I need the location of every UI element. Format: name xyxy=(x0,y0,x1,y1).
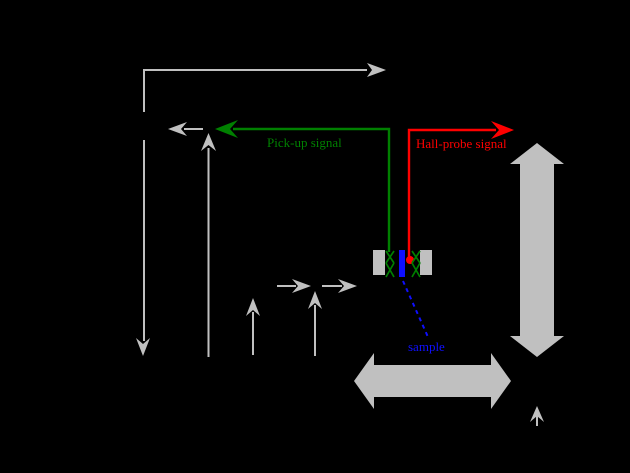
horizontal-block-arrow xyxy=(354,353,511,409)
arrowhead-right-icon xyxy=(367,63,386,77)
arrowhead-up-icon xyxy=(246,298,260,316)
pickup-coil-winding-right xyxy=(411,250,421,278)
sample-bar xyxy=(399,250,405,277)
up-arrow-right xyxy=(308,291,322,356)
pickup-signal-path xyxy=(215,120,391,252)
vertical-block-arrow xyxy=(510,143,564,357)
pickup-signal-label: Pick-up signal xyxy=(267,135,342,150)
coil-assembly xyxy=(373,250,432,338)
arrowhead-down-icon xyxy=(136,338,150,356)
arrowhead-right-icon xyxy=(338,279,357,293)
pickup-coil-winding-left xyxy=(385,250,395,278)
sample-label: sample xyxy=(408,339,445,354)
dimension-line xyxy=(143,69,367,112)
arrowhead-up-icon xyxy=(308,291,322,309)
arrowhead-right-icon xyxy=(292,279,311,293)
right-arrow-second xyxy=(322,279,357,293)
arrowhead-up-icon xyxy=(530,406,544,422)
left-arrow xyxy=(168,122,203,136)
magnet-pole-right xyxy=(420,250,432,275)
pickup-signal-line xyxy=(233,127,391,252)
magnet-pole-left xyxy=(373,250,385,275)
arrowhead-right-icon xyxy=(491,121,514,139)
arrowhead-left-icon xyxy=(168,122,187,136)
arrowhead-left-icon xyxy=(215,120,238,138)
hall-probe-signal-label: Hall-probe signal xyxy=(416,136,507,151)
hall-probe-signal-line xyxy=(407,128,496,257)
top-dimension-arrow xyxy=(136,63,386,356)
arrowhead-up-icon xyxy=(201,133,216,151)
up-arrow-tall xyxy=(201,133,216,357)
right-arrow-first xyxy=(277,279,311,293)
sample-leader-line xyxy=(402,280,429,338)
up-arrow-small xyxy=(530,406,544,426)
up-arrow-left xyxy=(246,298,260,355)
